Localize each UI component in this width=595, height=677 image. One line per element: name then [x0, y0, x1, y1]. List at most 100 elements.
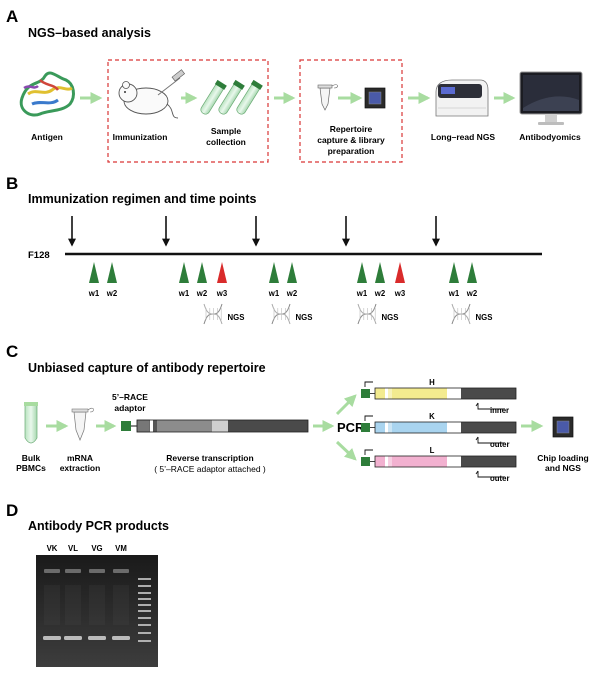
- primer-label-3: outer: [490, 474, 510, 483]
- sample-triangle-3: [179, 262, 189, 283]
- sample-triangle-2: [107, 262, 117, 283]
- panel-a-letter: A: [6, 7, 18, 26]
- repertoire-label-1: Repertoire: [330, 124, 373, 134]
- immunization-arrows: [68, 216, 440, 247]
- race-label-2: adaptor: [114, 403, 146, 413]
- week-label-9: w2: [374, 289, 386, 298]
- ngs-label-1: NGS: [228, 313, 245, 322]
- ladder-band-9: [138, 632, 151, 634]
- panel-a: A NGS–based analysis Antigen Immunizatio…: [6, 7, 583, 163]
- ladder-band-3: [138, 592, 151, 594]
- syringe-icon: [157, 69, 185, 96]
- lane-label-VK: VK: [47, 544, 58, 553]
- chip-label-1: Chip loading: [537, 453, 588, 463]
- race-adaptor-block: [121, 421, 131, 431]
- rt-label-2: ( 5’–RACE adaptor attached ): [154, 464, 266, 474]
- week-label-10: w3: [394, 289, 406, 298]
- panel-b-title: Immunization regimen and time points: [28, 192, 257, 206]
- dna-helix-icon-3: [357, 303, 377, 325]
- band-VL: [64, 636, 82, 640]
- sample-triangle-10: [395, 262, 405, 283]
- lane-label-VG: VG: [91, 544, 102, 553]
- sample-triangle-4: [197, 262, 207, 283]
- mrna-label-2: extraction: [60, 463, 101, 473]
- repertoire-label-3: preparation: [328, 146, 375, 156]
- sample-triangle-12: [467, 262, 477, 283]
- chain-label-H: H: [429, 378, 435, 387]
- panel-b-letter: B: [6, 174, 18, 193]
- library-box: [299, 59, 403, 163]
- mrna-tube-icon: [71, 407, 94, 441]
- dna-helix-icon-4: [451, 303, 471, 325]
- band-VM: [112, 636, 130, 640]
- ladder-band-5: [138, 604, 151, 606]
- monitor-icon: [519, 71, 583, 125]
- immunization-label: Immunization: [113, 132, 168, 142]
- week-label-8: w1: [356, 289, 368, 298]
- panel-b: B Immunization regimen and time points F…: [6, 174, 542, 325]
- panel-c-letter: C: [6, 342, 18, 361]
- mrna-label-1: mRNA: [67, 453, 93, 463]
- sequencer-icon: [435, 79, 489, 117]
- week-label-11: w1: [448, 289, 460, 298]
- primer-label-1: inner: [490, 406, 509, 415]
- ngs-label-2: NGS: [296, 313, 313, 322]
- sample-tubes-icon: [200, 79, 263, 115]
- week-label-12: w2: [466, 289, 478, 298]
- antigen-protein-icon: [19, 71, 75, 117]
- ladder-band-7: [138, 617, 151, 619]
- chip-label-2: and NGS: [545, 463, 581, 473]
- primer-label-2: outer: [490, 440, 510, 449]
- chip-icon: [364, 87, 386, 109]
- chain-label-K: K: [429, 412, 435, 421]
- animal-id: F128: [28, 250, 50, 261]
- rt-label-1: Reverse transcription: [166, 453, 253, 463]
- arrow-c5: [335, 440, 357, 461]
- panel-d-title: Antibody PCR products: [28, 519, 169, 533]
- sample-triangle-1: [89, 262, 99, 283]
- antigen-label: Antigen: [31, 132, 63, 142]
- week-label-6: w1: [268, 289, 280, 298]
- mouse-icon: [118, 81, 179, 119]
- well-VG: [89, 569, 105, 573]
- ladder-band-8: [138, 624, 151, 626]
- dna-helix-icon-2: [271, 303, 291, 325]
- cdna-construct: [121, 419, 309, 433]
- pcr-tube-icon: [317, 84, 338, 111]
- panel-a-title: NGS–based analysis: [28, 26, 151, 40]
- ladder-band-1: [138, 578, 151, 580]
- gel-bands: [43, 569, 151, 642]
- ladder-band-4: [138, 598, 151, 600]
- longread-label: Long–read NGS: [431, 132, 496, 142]
- lane-label-VL: VL: [68, 544, 78, 553]
- race-label-1: 5’–RACE: [112, 392, 148, 402]
- gel-image: [36, 555, 158, 667]
- panel-c-title: Unbiased capture of antibody repertoire: [28, 361, 266, 375]
- sample-label-2: collection: [206, 137, 246, 147]
- chain-label-L: L: [430, 446, 435, 455]
- week-label-4: w2: [196, 289, 208, 298]
- sample-triangle-5: [217, 262, 227, 283]
- bulk-label-1: Bulk: [22, 453, 41, 463]
- chip-icon-c: [552, 416, 574, 438]
- week-label-2: w2: [106, 289, 118, 298]
- week-label-3: w1: [178, 289, 190, 298]
- sample-triangle-9: [375, 262, 385, 283]
- ladder-band-2: [138, 585, 151, 587]
- well-VL: [65, 569, 81, 573]
- repertoire-label-2: capture & library: [317, 135, 385, 145]
- immunization-box: [107, 59, 269, 163]
- sample-triangle-8: [357, 262, 367, 283]
- sample-label-1: Sample: [211, 126, 242, 136]
- sample-triangle-6: [269, 262, 279, 283]
- week-label-7: w2: [286, 289, 298, 298]
